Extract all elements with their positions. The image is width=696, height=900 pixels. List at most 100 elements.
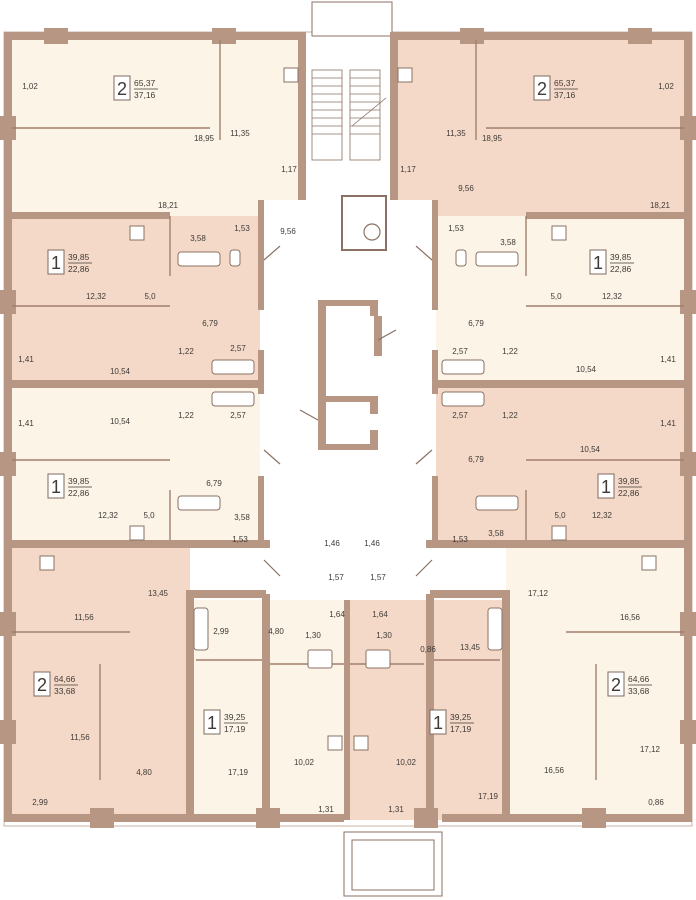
room-area-label: 1,22 (178, 347, 194, 356)
roof-exit (311, 1, 393, 37)
room-area-label: 1,53 (234, 224, 250, 233)
badge-box (429, 709, 447, 735)
room-area-label: 4,80 (268, 627, 284, 636)
room-area-label: 10,02 (294, 758, 315, 767)
apartment-badge: 1 39,25 17,19 (429, 709, 474, 735)
room-area-label: 2,99 (32, 798, 48, 807)
room-area-label: 6,79 (468, 319, 484, 328)
room-area-label: 13,45 (460, 643, 481, 652)
room-area-label: 17,19 (228, 768, 249, 777)
badge-box (589, 249, 607, 275)
room-area-label: 11,56 (70, 733, 90, 742)
room-area-label: 12,32 (602, 292, 623, 301)
room (436, 216, 686, 384)
partitions (12, 40, 684, 780)
room-area-label: 10,54 (580, 445, 601, 454)
room-area-label: 3,58 (234, 513, 250, 522)
living-area: 33,68 (628, 686, 650, 696)
room-area-label: 5,0 (143, 511, 155, 520)
room-area-label: 2,57 (452, 347, 468, 356)
room-area-label: 1,57 (370, 573, 386, 582)
total-area: 39,25 (450, 712, 472, 722)
room-area-label: 1,41 (18, 419, 34, 428)
room-area-label: 18,21 (650, 201, 671, 210)
living-area: 22,86 (610, 264, 632, 274)
room-area-label: 0,86 (648, 798, 664, 807)
badge-box (47, 249, 65, 275)
room-area-label: 1,22 (178, 411, 194, 420)
room-area-label: 9,56 (280, 227, 296, 236)
total-area: 39,85 (68, 476, 90, 486)
room-area-label: 10,54 (110, 417, 131, 426)
room-count: 2 (537, 79, 547, 99)
room (10, 216, 260, 384)
living-area: 17,19 (450, 724, 472, 734)
room-count: 2 (37, 675, 47, 695)
room-area-label: 17,12 (640, 745, 661, 754)
living-area: 37,16 (554, 90, 576, 100)
room-area-label: 3,58 (190, 234, 206, 243)
room-area-label: 1,57 (328, 573, 344, 582)
badge-box (33, 671, 51, 697)
room-area-label: 18,21 (158, 201, 179, 210)
room-area-label: 1,22 (502, 347, 518, 356)
room-area-label: 1,53 (448, 224, 464, 233)
apartment-badge: 1 39,85 22,86 (47, 473, 92, 499)
room-area-label: 12,32 (592, 511, 613, 520)
room-area-label: 3,58 (500, 238, 516, 247)
badge-box (47, 473, 65, 499)
room-area-labels: 1,0218,9511,351,1718,219,563,581,531,021… (18, 82, 676, 814)
badge-box (113, 75, 131, 101)
room-area-label: 1,53 (452, 535, 468, 544)
room-area-label: 2,57 (230, 411, 246, 420)
room-area-label: 1,53 (232, 535, 248, 544)
room-area-label: 1,64 (372, 610, 388, 619)
room-area-label: 1,46 (364, 539, 380, 548)
room-area-label: 10,02 (396, 758, 417, 767)
room-count: 1 (51, 253, 61, 273)
room-area-label: 1,41 (660, 355, 676, 364)
room-area-label: 2,99 (213, 627, 229, 636)
room-area-label: 1,02 (658, 82, 674, 91)
room-area-label: 4,80 (136, 768, 152, 777)
room-area-label: 1,17 (400, 165, 416, 174)
total-area: 65,37 (134, 78, 156, 88)
room-area-label: 12,32 (98, 511, 119, 520)
entrance-canopy (343, 831, 443, 897)
badge-box (533, 75, 551, 101)
room-area-label: 1,22 (502, 411, 518, 420)
badge-box (607, 671, 625, 697)
total-area: 64,66 (54, 674, 76, 684)
living-area: 22,86 (68, 264, 90, 274)
room-area-label: 11,35 (230, 129, 250, 138)
room-area-label: 17,12 (528, 589, 549, 598)
room-count: 1 (207, 713, 217, 733)
room-area-label: 9,56 (458, 184, 474, 193)
room-area-label: 17,19 (478, 792, 499, 801)
total-area: 39,25 (224, 712, 246, 722)
room-area-label: 5,0 (144, 292, 156, 301)
room-area-label: 3,58 (488, 529, 504, 538)
room-count: 1 (51, 477, 61, 497)
room-area-label: 16,56 (544, 766, 565, 775)
badge-box (597, 473, 615, 499)
apartment-badge: 2 65,37 37,16 (533, 75, 578, 101)
total-area: 65,37 (554, 78, 576, 88)
room-count: 1 (433, 713, 443, 733)
room-count: 1 (601, 477, 611, 497)
living-area: 22,86 (68, 488, 90, 498)
room-area-label: 12,32 (86, 292, 107, 301)
room-area-label: 5,0 (550, 292, 562, 301)
room-area-label: 5,0 (554, 511, 566, 520)
stove-icons (39, 67, 657, 751)
living-area: 22,86 (618, 488, 640, 498)
room-area-label: 10,54 (576, 365, 597, 374)
room-area-label: 6,79 (468, 455, 484, 464)
